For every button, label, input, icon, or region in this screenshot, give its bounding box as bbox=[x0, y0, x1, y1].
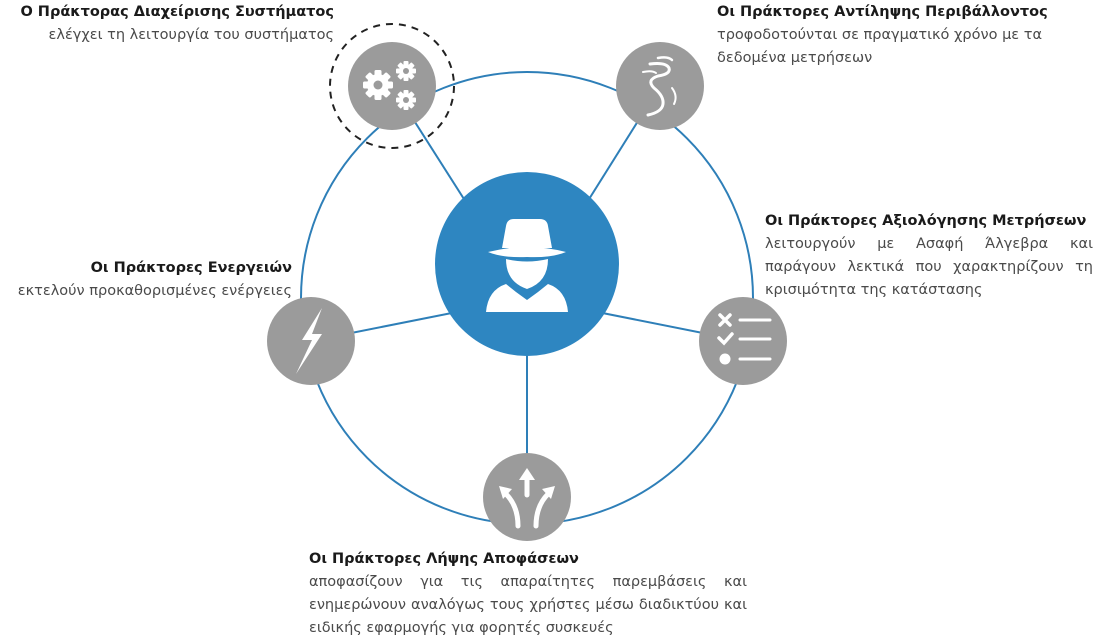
node-environment-perception bbox=[616, 42, 704, 130]
decision-making-title: Οι Πράκτορες Λήψης Αποφάσεων bbox=[309, 551, 579, 567]
node-system-management bbox=[329, 23, 455, 149]
center-node bbox=[435, 172, 619, 356]
label-system-management: Ο Πράκτορας Διαχείρισης Συστήματος ελέγχ… bbox=[0, 1, 334, 47]
actions-desc: εκτελούν προκαθορισμένες ενέργειες bbox=[17, 283, 292, 299]
gears-icon bbox=[363, 61, 416, 110]
decision-making-desc: αποφασίζουν για τις απαραίτητες παρεμβάσ… bbox=[309, 574, 747, 636]
label-environment-perception: Οι Πράκτορες Αντίληψης Περιβάλλοντος τρο… bbox=[717, 1, 1087, 70]
label-actions: Οι Πράκτορες Ενεργειών εκτελούν προκαθορ… bbox=[0, 257, 292, 303]
node-decision-making bbox=[483, 453, 571, 541]
measurement-evaluation-desc: λειτουργούν με Ασαφή Άλγεβρα και παράγου… bbox=[765, 236, 1093, 298]
actions-title: Οι Πράκτορες Ενεργειών bbox=[90, 260, 292, 276]
measurement-evaluation-title: Οι Πράκτορες Αξιολόγησης Μετρήσεων bbox=[765, 213, 1087, 229]
split-arrows-icon bbox=[499, 468, 555, 529]
environment-perception-desc: τροφοδοτούνται σε πραγματικό χρόνο με τα… bbox=[717, 27, 1043, 66]
label-measurement-evaluation: Οι Πράκτορες Αξιολόγησης Μετρήσεων λειτο… bbox=[765, 210, 1093, 302]
wind-swirl-icon bbox=[642, 56, 677, 117]
system-management-desc: ελέγχει τη λειτουργία του συστήματος bbox=[48, 27, 334, 43]
checklist-icon bbox=[717, 313, 772, 365]
lightning-icon bbox=[296, 308, 322, 374]
label-decision-making: Οι Πράκτορες Λήψης Αποφάσεων αποφασίζουν… bbox=[309, 548, 747, 640]
node-actions bbox=[267, 297, 355, 385]
agent-spy-icon bbox=[486, 219, 568, 312]
system-management-title: Ο Πράκτορας Διαχείρισης Συστήματος bbox=[20, 4, 334, 20]
environment-perception-title: Οι Πράκτορες Αντίληψης Περιβάλλοντος bbox=[717, 4, 1048, 20]
node-measurement-evaluation bbox=[699, 297, 787, 385]
